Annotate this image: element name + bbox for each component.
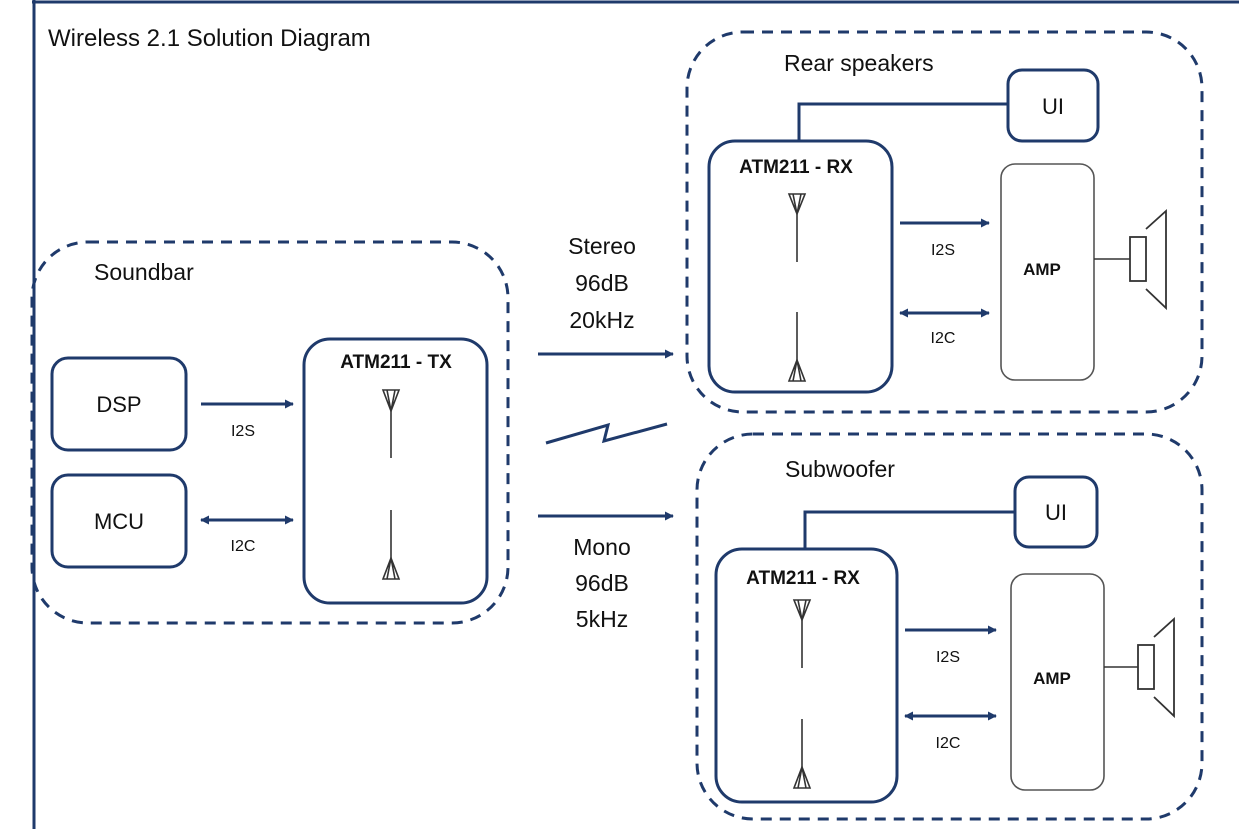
rear-speakers-boundary (685, 30, 1204, 414)
sub-amp-label: AMP (1033, 669, 1071, 688)
mcu-link-label: I2C (231, 538, 256, 555)
antenna-top-icon (787, 193, 807, 262)
sub-rx-chip: ATM211 - RX (714, 547, 899, 804)
sub-speaker-icon (1137, 616, 1175, 719)
sub-rx-chip-label: ATM211 - RX (746, 568, 860, 589)
mcu-label: MCU (94, 509, 144, 534)
tx-chip-label: ATM211 - TX (340, 352, 452, 373)
dsp-link-label: I2S (231, 423, 255, 440)
sub-ui-block: UI (1013, 475, 1099, 549)
rear-speakers-label: Rear speakers (784, 50, 934, 76)
mono-bandwidth: 5kHz (576, 606, 628, 632)
subwoofer-label: Subwoofer (785, 456, 895, 482)
rear-rx-chip: ATM211 - RX (707, 139, 894, 394)
rear-amp-block: AMP (1000, 163, 1095, 381)
subwoofer-group: Subwoofer UI ATM211 - RX I2S I2C AMP (695, 432, 1204, 821)
mono-label: Mono (573, 534, 631, 560)
rear-amp-label: AMP (1023, 260, 1061, 279)
sub-amp-block: AMP (1010, 573, 1105, 791)
stereo-bandwidth: 20kHz (569, 307, 634, 333)
diagram-title: Wireless 2.1 Solution Diagram (48, 25, 371, 52)
rear-i2s-label: I2S (931, 242, 955, 259)
dsp-block: DSP (50, 356, 188, 452)
soundbar-boundary (30, 240, 510, 625)
rear-speaker-icon (1129, 208, 1167, 311)
antenna-top-icon (381, 389, 401, 458)
stereo-label: Stereo (568, 233, 636, 259)
rear-rx-chip-label: ATM211 - RX (739, 157, 853, 178)
wireless-bolt-icon (545, 422, 668, 445)
soundbar-label: Soundbar (94, 259, 194, 285)
sub-i2c-label: I2C (936, 735, 961, 752)
antenna-bottom-icon (787, 312, 807, 382)
dsp-label: DSP (96, 392, 141, 417)
sub-ui-label: UI (1045, 500, 1067, 525)
antenna-top-icon (792, 599, 812, 668)
mono-snr: 96dB (575, 570, 629, 596)
sub-ui-connector (803, 510, 1015, 549)
rear-ui-label: UI (1042, 94, 1064, 119)
sub-i2s-label: I2S (936, 649, 960, 666)
wireless-links: Stereo 96dB 20kHz Mono 96dB 5kHz (538, 233, 674, 632)
mcu-block: MCU (50, 473, 188, 569)
rear-ui-block: UI (1006, 68, 1100, 143)
soundbar-group: Soundbar DSP MCU I2S I2C ATM211 - TX (30, 240, 510, 625)
rear-i2c-label: I2C (931, 330, 956, 347)
stereo-snr: 96dB (575, 270, 629, 296)
subwoofer-boundary (695, 432, 1204, 821)
antenna-bottom-icon (792, 719, 812, 789)
rear-speakers-group: Rear speakers UI ATM211 - RX I2S I2C AMP (685, 30, 1204, 414)
rear-ui-connector (797, 102, 1008, 141)
tx-chip: ATM211 - TX (302, 337, 489, 605)
antenna-bottom-icon (381, 510, 401, 580)
